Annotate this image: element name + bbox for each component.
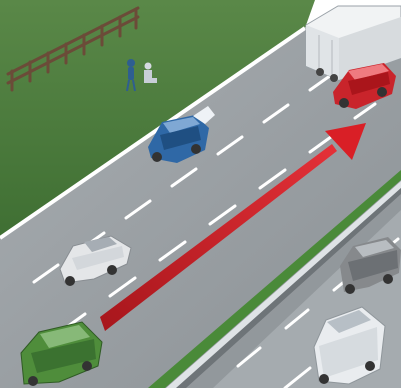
grass-verge: [0, 0, 315, 238]
fence-icon: [6, 6, 140, 92]
van-icon: [313, 306, 386, 385]
road-surface: [0, 28, 401, 388]
car-icon: [20, 321, 103, 386]
car-icon: [340, 237, 401, 294]
person-icon: [126, 59, 136, 92]
lane-markings: [32, 71, 377, 334]
central-barrier-shadow: [176, 188, 401, 388]
car-icon: [59, 235, 132, 286]
arrow-icon: [100, 123, 366, 331]
car-icon: [333, 63, 396, 109]
car-icon: [148, 106, 215, 163]
road-edge-line: [0, 26, 307, 240]
truck-icon: [305, 5, 401, 82]
central-barrier-metal: [166, 181, 401, 388]
person-sitting-icon: [144, 62, 157, 83]
central-reservation-green: [148, 170, 401, 388]
